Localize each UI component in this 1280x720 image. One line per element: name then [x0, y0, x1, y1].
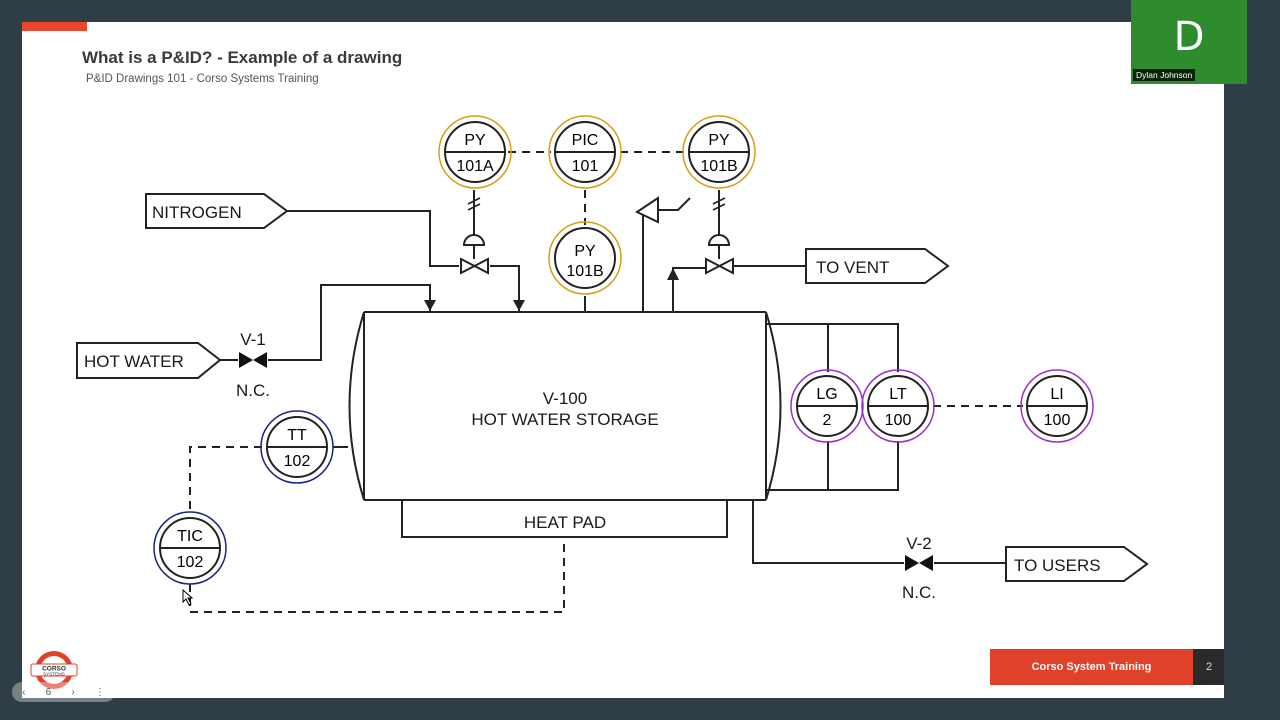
instrument-tic102[interactable]: TIC 102 — [153, 511, 227, 585]
logo-text-systems: SYSTEMS — [43, 672, 65, 677]
instrument-py101a[interactable]: PY 101A — [438, 115, 512, 189]
vessel-tag: V-100 — [543, 389, 587, 408]
instrument-py101b[interactable]: PY 101B — [548, 221, 622, 295]
valve-v1-state: N.C. — [236, 381, 270, 400]
instrument-lg2[interactable]: LG 2 — [790, 369, 864, 443]
slide: What is a P&ID? - Example of a drawing P… — [22, 22, 1224, 698]
instrument-py101b-top[interactable]: PY 101B — [682, 115, 756, 189]
instrument-li100-top: LI — [1050, 386, 1063, 403]
instrument-pic101[interactable]: PIC 101 — [548, 115, 622, 189]
instrument-py101b-top-label: PY — [574, 243, 596, 260]
to-vent-label: TO VENT — [816, 258, 889, 277]
instrument-py101b-top-bottom: 101B — [700, 158, 737, 175]
instrument-py101a-top: PY — [464, 132, 486, 149]
slide-subtitle: P&ID Drawings 101 - Corso Systems Traini… — [86, 73, 319, 85]
vessel-name: HOT WATER STORAGE — [471, 410, 658, 429]
instrument-li100[interactable]: LI 100 — [1020, 369, 1094, 443]
prev-slide-button[interactable]: ‹ — [22, 686, 26, 698]
instrument-lg2-bottom: 2 — [823, 412, 832, 429]
nitrogen-label: NITROGEN — [152, 203, 242, 222]
instrument-li100-bottom: 100 — [1044, 412, 1071, 429]
valve-v1-tag: V-1 — [240, 330, 266, 349]
instrument-py101b-bottom-label: 101B — [566, 263, 603, 280]
slide-title: What is a P&ID? - Example of a drawing — [82, 48, 403, 67]
instrument-py101a-bottom: 101A — [456, 158, 494, 175]
instrument-group: PY 101A PIC 101 PY 101B PY 101 — [153, 115, 1094, 585]
instrument-pic101-bottom: 101 — [572, 158, 599, 175]
instrument-lg2-top: LG — [816, 386, 837, 403]
slide-nav-controls: ‹ 6 › ⋮ — [12, 682, 115, 702]
more-options-icon[interactable]: ⋮ — [94, 686, 105, 698]
instrument-tt102-top: TT — [287, 427, 307, 444]
instrument-tic102-bottom: 102 — [177, 554, 204, 571]
participant-name: Dylan Johnson — [1133, 69, 1196, 81]
footer-title: Corso System Training — [990, 649, 1193, 685]
slide-page-indicator: 6 — [45, 686, 52, 698]
accent-bar — [22, 22, 87, 31]
corso-logo: CORSO SYSTEMS — [30, 651, 78, 689]
avatar: D — [1173, 14, 1205, 60]
instrument-tic102-top: TIC — [177, 528, 203, 545]
participant-video-tile[interactable]: D Dylan Johnson — [1131, 0, 1247, 84]
valve-v2-state: N.C. — [902, 583, 936, 602]
logo-text-corso: CORSO — [42, 666, 66, 673]
instrument-py101b-top-top: PY — [708, 132, 730, 149]
instrument-lt100[interactable]: LT 100 — [861, 369, 935, 443]
to-users-label: TO USERS — [1014, 556, 1101, 575]
mouse-cursor-icon — [182, 588, 194, 606]
instrument-lt100-top: LT — [889, 386, 907, 403]
pid-diagram: NITROGEN HOT WATER TO VENT TO USERS V-1 … — [76, 115, 1149, 613]
instrument-tt102-bottom: 102 — [284, 453, 311, 470]
hot-water-label: HOT WATER — [84, 352, 184, 371]
next-slide-button[interactable]: › — [71, 686, 75, 698]
heat-pad-label: HEAT PAD — [524, 513, 606, 532]
instrument-lt100-bottom: 100 — [885, 412, 912, 429]
valve-v2-tag: V-2 — [906, 534, 932, 553]
page-number: 2 — [1193, 649, 1224, 685]
instrument-pic101-top: PIC — [572, 132, 599, 149]
instrument-tt102[interactable]: TT 102 — [260, 410, 334, 484]
